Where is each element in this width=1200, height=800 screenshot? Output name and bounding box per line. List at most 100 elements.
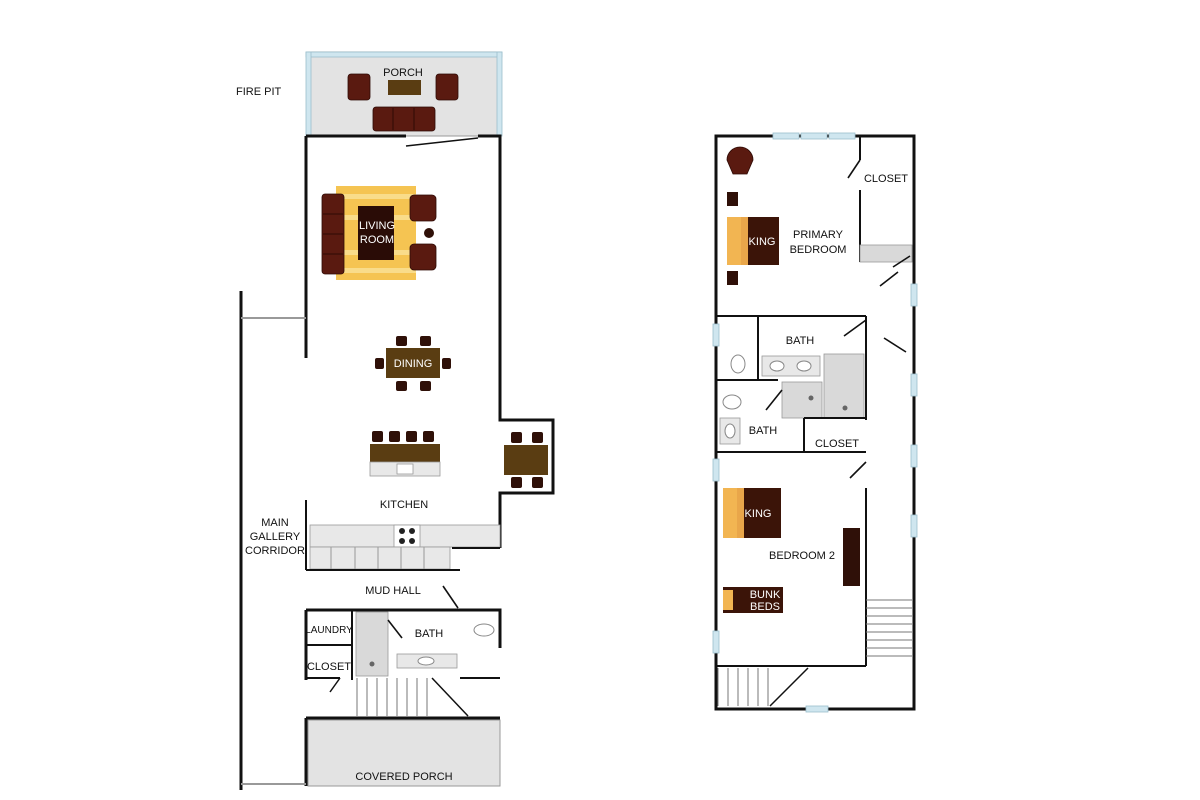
upper-stairs-bottom xyxy=(717,667,809,707)
sink xyxy=(724,423,736,439)
door-swing xyxy=(765,389,783,411)
nook-chair xyxy=(532,432,543,443)
porch-label: PORCH xyxy=(383,67,423,79)
toilet xyxy=(730,354,746,374)
toilet xyxy=(473,623,495,637)
ground-floor: PORCH FIRE PIT LIVING ROOM DINING xyxy=(236,51,555,790)
dining-chair xyxy=(396,336,407,346)
porch-chair-right xyxy=(435,73,459,101)
nightstand xyxy=(727,192,738,206)
bunk-label-2: BEDS xyxy=(750,601,780,613)
bunk-pillow xyxy=(723,590,733,610)
porch-rail-left xyxy=(305,51,312,137)
tub xyxy=(781,381,823,419)
door-swing xyxy=(843,319,867,337)
upper-stairs-right xyxy=(866,599,912,657)
bath-lower-label: BATH xyxy=(749,425,778,437)
armchair xyxy=(409,243,437,271)
burner xyxy=(399,528,405,534)
toilet xyxy=(722,394,742,410)
window xyxy=(712,458,720,482)
bar-stool xyxy=(389,431,400,442)
wall xyxy=(306,608,502,648)
covered-porch-area xyxy=(307,719,501,787)
cooktop xyxy=(393,524,421,548)
porch-chair-left xyxy=(347,73,371,101)
burner xyxy=(409,528,415,534)
kitchen-label: KITCHEN xyxy=(380,499,428,511)
island-sink xyxy=(396,463,414,475)
wall xyxy=(478,134,555,548)
closet-shelf xyxy=(859,244,913,263)
dining-chair xyxy=(375,358,384,369)
kitchen-island xyxy=(370,444,440,462)
dresser xyxy=(843,528,860,586)
armchair xyxy=(409,194,437,222)
closet-label: CLOSET xyxy=(307,661,351,673)
primary-bedroom-label-1: PRIMARY xyxy=(793,229,844,241)
bar-stool xyxy=(406,431,417,442)
bedroom2-label: BEDROOM 2 xyxy=(769,550,835,562)
living-coffee-table xyxy=(358,206,394,260)
shower xyxy=(355,611,389,677)
bath-upper-label: BATH xyxy=(786,335,815,347)
window xyxy=(910,373,918,397)
porch-door xyxy=(405,137,479,147)
nook-chair xyxy=(511,432,522,443)
king-primary-label: KING xyxy=(749,236,776,248)
burner xyxy=(399,538,405,544)
reading-chair xyxy=(726,146,754,175)
bunk-label-1: BUNK xyxy=(750,589,781,601)
door-swing xyxy=(892,255,911,268)
mud-hall-label: MUD HALL xyxy=(365,585,421,597)
window xyxy=(910,514,918,538)
gallery-label-1: MAIN xyxy=(261,517,289,529)
window xyxy=(910,444,918,468)
living-room-label-2: ROOM xyxy=(360,234,394,246)
sink xyxy=(769,360,785,372)
bath-label: BATH xyxy=(415,628,444,640)
fire-pit-label: FIRE PIT xyxy=(236,86,282,98)
porch-rail-right xyxy=(496,51,503,137)
drain xyxy=(369,661,375,667)
door-swing xyxy=(442,585,459,609)
side-table xyxy=(424,228,434,238)
upper-floor: KING PRIMARY BEDROOM CLOSET BATH xyxy=(712,132,918,713)
ground-stairs xyxy=(329,677,469,717)
sink xyxy=(796,360,812,372)
drain xyxy=(808,395,814,401)
bed-pillows xyxy=(727,217,741,265)
porch-table xyxy=(388,80,421,95)
gallery-label-2: GALLERY xyxy=(250,531,301,543)
bed-sheet xyxy=(737,488,744,538)
dining-label: DINING xyxy=(394,358,433,370)
king-bedroom2-label: KING xyxy=(745,508,772,520)
living-room-label-1: LIVING xyxy=(359,220,395,232)
covered-porch-label: COVERED PORCH xyxy=(355,771,452,783)
porch-rail xyxy=(305,51,503,58)
drain xyxy=(842,405,848,411)
closet-mid-label: CLOSET xyxy=(815,438,859,450)
nook-chair xyxy=(532,477,543,488)
sink xyxy=(417,656,435,666)
rug-stripe xyxy=(336,268,416,273)
burner xyxy=(409,538,415,544)
dining-chair xyxy=(442,358,451,369)
door-swing xyxy=(387,619,403,639)
window xyxy=(910,283,918,307)
bed-pillows xyxy=(723,488,737,538)
door-swing xyxy=(849,461,867,479)
porch-sofa xyxy=(372,106,436,132)
door-swing xyxy=(847,159,861,179)
primary-bedroom-label-2: BEDROOM xyxy=(790,244,847,256)
window xyxy=(712,630,720,654)
nook-chair xyxy=(511,477,522,488)
window xyxy=(805,705,829,713)
dining-table xyxy=(386,348,440,378)
dining-chair xyxy=(420,381,431,391)
bed-sheet xyxy=(741,217,748,265)
nightstand xyxy=(727,271,738,285)
window xyxy=(772,132,800,140)
rug-stripe xyxy=(336,194,416,199)
